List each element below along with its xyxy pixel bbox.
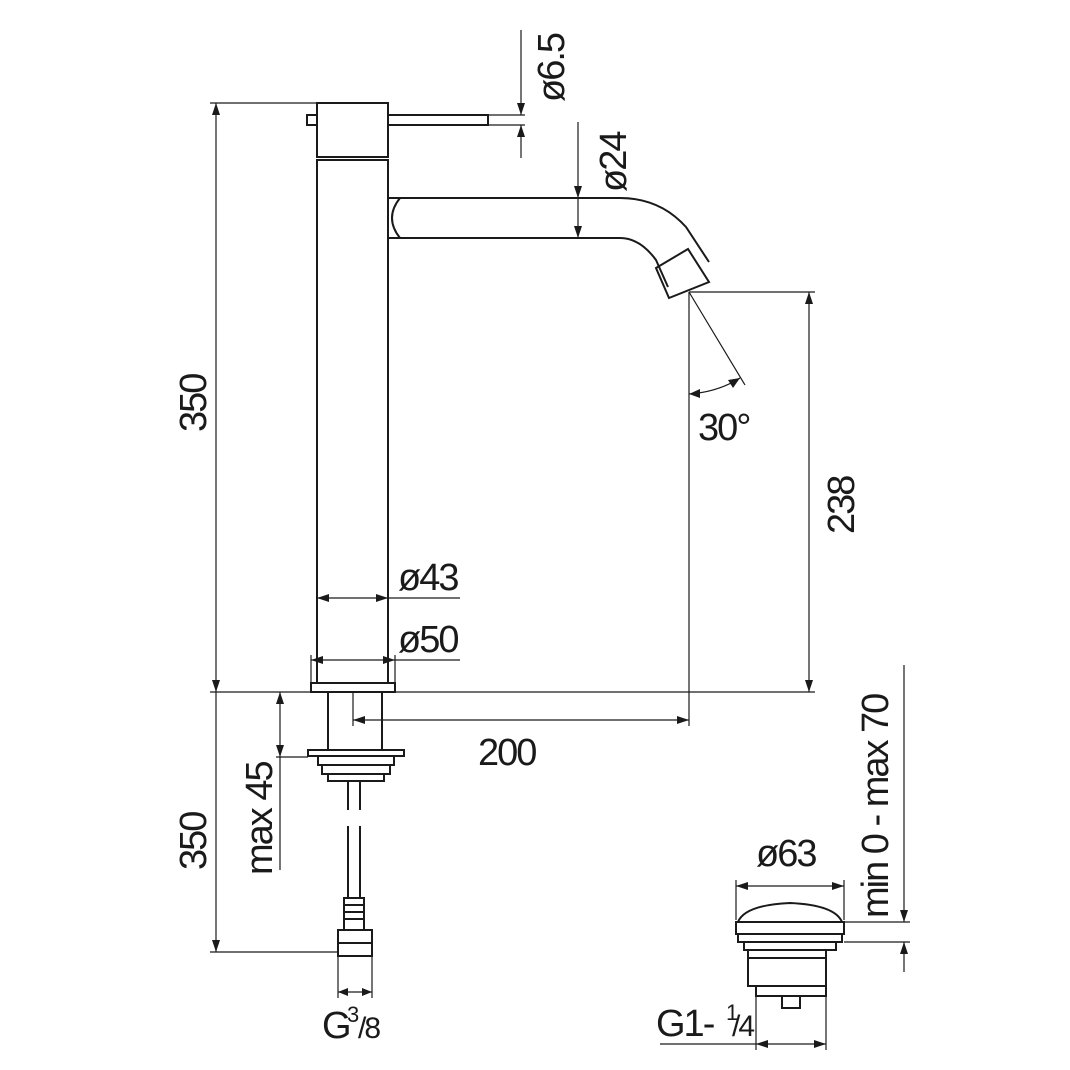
aerator [654, 247, 711, 300]
label-base-diameter: ø50 [398, 619, 458, 661]
label-total-height: 350 [173, 374, 215, 432]
label-spout-diameter: ø24 [593, 131, 635, 192]
label-outlet-height: 238 [821, 476, 863, 534]
label-lever-diameter: ø6.5 [531, 33, 573, 102]
dimension-lines [210, 30, 910, 1050]
label-waste-range: min 0 - max 70 [855, 694, 897, 918]
label-max-deck: max 45 [239, 762, 281, 875]
shank [307, 692, 405, 782]
svg-text:G: G [322, 1005, 350, 1047]
svg-text:/8: /8 [358, 1012, 380, 1045]
supply-hose [337, 781, 373, 957]
base-flange [310, 682, 396, 693]
label-waste-thread: G1- 1 /4 [656, 1000, 756, 1045]
arrowheads [212, 103, 908, 1048]
svg-text:/4: /4 [732, 1010, 754, 1043]
waste-valve [735, 901, 845, 1009]
label-waste-diameter: ø63 [756, 833, 816, 875]
faucet-body [306, 102, 711, 957]
svg-text:1: 1 [726, 1000, 738, 1025]
label-reach: 200 [478, 732, 536, 774]
body-column [316, 159, 389, 684]
label-hose-thread: G 3 /8 [322, 1002, 382, 1047]
label-body-diameter: ø43 [398, 557, 458, 599]
dimension-labels: ø6.5 ø24 350 30° 238 ø43 ø50 200 max 45 … [173, 33, 897, 1047]
handle-cap [316, 102, 389, 158]
label-hose-length: 350 [173, 812, 215, 870]
spout [388, 197, 711, 300]
svg-text:G1-: G1- [656, 1003, 714, 1045]
handle-lever [306, 114, 489, 126]
svg-text:3: 3 [347, 1002, 359, 1027]
label-angle: 30° [698, 407, 749, 449]
